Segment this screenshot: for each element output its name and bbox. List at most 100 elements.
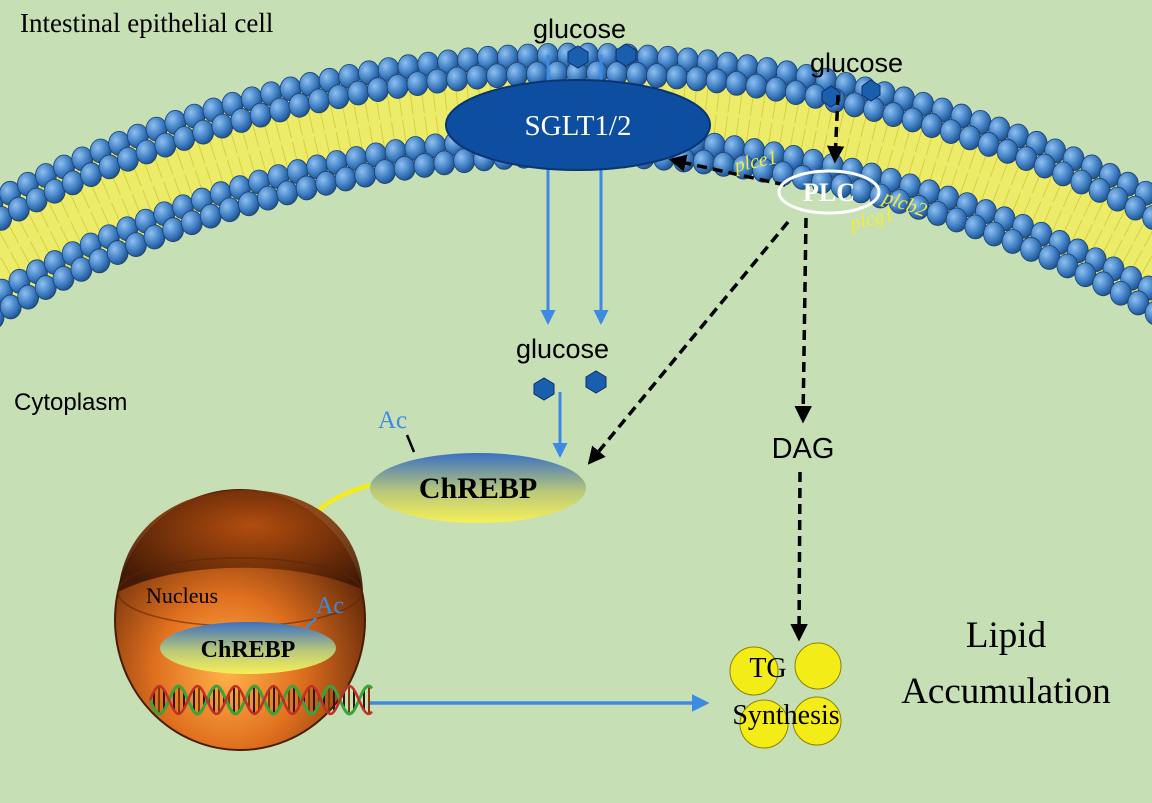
phospholipid-head <box>745 73 768 99</box>
phospholipid-head <box>1144 301 1152 325</box>
acetyl-bond <box>305 617 317 629</box>
phospholipid-head <box>327 84 350 110</box>
phospholipid-head <box>106 240 129 265</box>
phospholipid-head <box>154 132 177 158</box>
phospholipid-head <box>218 197 241 223</box>
phospholipid-head <box>1092 271 1115 297</box>
phospholipid-head <box>926 201 949 226</box>
glucose-molecule-icon <box>567 45 589 69</box>
phospholipid-head <box>80 162 102 188</box>
phospholipid-head <box>367 77 389 102</box>
phospholipid-head <box>315 170 338 196</box>
phospholipid-head <box>685 66 708 92</box>
phospholipid-head <box>959 125 981 151</box>
plc-to-sglt-arrow <box>668 154 786 187</box>
phospholipid-head <box>646 63 668 88</box>
phospholipid-head <box>276 180 299 206</box>
synthesis-label: Synthesis <box>732 700 839 731</box>
glucose-right-label: glucose <box>810 48 903 78</box>
lipid-label: Lipid <box>966 615 1047 656</box>
phospholipid-head <box>117 146 139 172</box>
phospholipid-head <box>1052 161 1075 187</box>
nucleus-label: Nucleus <box>146 583 218 608</box>
plc-enzyme <box>777 169 881 215</box>
phospholipid-head <box>765 76 788 102</box>
phospholipid-head <box>843 92 866 118</box>
chrebp-nuclear-protein <box>160 622 336 674</box>
phospholipid-head <box>1001 229 1024 254</box>
glucose-molecule-icon <box>615 43 637 67</box>
glucose-molecule-icon <box>861 79 881 102</box>
sglt-label: SGLT1/2 <box>525 110 632 142</box>
glucose-molecule-icon <box>585 370 607 394</box>
dag-to-tg-arrow <box>790 471 808 642</box>
phospholipid-head <box>1109 280 1132 306</box>
phospholipid-head <box>945 207 968 233</box>
phospholipid-head <box>135 139 158 165</box>
phospholipid-head <box>199 203 222 229</box>
phospholipid-head <box>1015 146 1038 171</box>
phospholipid-head <box>180 210 203 236</box>
phospholipid-head <box>413 153 436 178</box>
phospholipid-head <box>230 108 253 133</box>
phospholipid-head <box>406 71 429 97</box>
phospholipid-head <box>393 155 416 181</box>
phospholipid-head <box>996 138 1019 164</box>
phospholipid-head <box>211 113 234 139</box>
phospholipid-head <box>1127 290 1150 316</box>
phospholipid-head <box>1020 236 1042 262</box>
phospholipid-head <box>486 63 508 89</box>
sglt-transporter <box>445 79 711 171</box>
phospholipid-head <box>863 97 885 122</box>
phospholipid-head <box>17 284 40 310</box>
phospholipid-head <box>920 113 943 138</box>
phospholipid-head <box>705 68 728 94</box>
phospholipid-head <box>61 170 84 196</box>
tg-label: TG <box>749 653 786 684</box>
phospholipid-head <box>386 74 409 99</box>
plcg1-label: plcg1 <box>846 203 896 236</box>
plc-to-dag-arrow <box>794 217 812 424</box>
chrebp-protein <box>370 453 586 523</box>
phospholipid-head <box>237 191 260 217</box>
phospholipid-head <box>666 64 688 90</box>
phospholipid-head <box>295 175 318 201</box>
chrebp-nuclear-label: ChREBP <box>201 637 296 663</box>
glucose-molecule-icon <box>821 85 841 108</box>
phospholipid-head <box>426 68 449 94</box>
phospholipid-head <box>269 97 291 123</box>
phospholipid-head <box>249 102 272 128</box>
phospholipid-head <box>446 66 469 92</box>
phospholipid-head <box>977 132 1000 157</box>
phospholipid-head <box>1033 153 1056 179</box>
acetyl-bond <box>405 434 416 453</box>
dna-helix-icon <box>148 684 374 716</box>
phospholipid-head <box>143 224 166 250</box>
cytoplasm-label: Cytoplasm <box>14 389 127 416</box>
phospholipid-head <box>192 119 215 145</box>
phospholipid-head <box>692 149 715 175</box>
phospholipid-head <box>334 166 357 192</box>
cell-membrane-bilayer <box>0 42 1152 328</box>
phospholipid-head <box>98 154 121 180</box>
phospholipid-head <box>901 107 924 133</box>
acetyl-label: Ac <box>378 407 407 434</box>
phospholipid-head <box>940 119 962 144</box>
glucose-inside-label: glucose <box>516 334 609 364</box>
plc-label: PLC <box>803 178 855 207</box>
phospholipid-head <box>257 185 279 211</box>
phospholipid-head <box>125 232 147 257</box>
chrebp-label: ChREBP <box>419 472 537 505</box>
phospholipid-head <box>466 64 489 90</box>
acetyl-nucleus-label: Ac <box>316 593 344 619</box>
accumulation-label: Accumulation <box>901 671 1111 712</box>
lipid-droplets <box>729 642 842 749</box>
plc-to-chrebp-arrow <box>587 220 790 465</box>
phospholipid-head <box>374 159 396 184</box>
phospholipid-head <box>983 221 1005 247</box>
glucose-top-label: glucose <box>533 14 626 44</box>
phospholipid-head <box>173 126 196 151</box>
phospholipid-head <box>354 162 377 188</box>
phospholipid-head <box>882 102 905 127</box>
dag-label: DAG <box>772 433 835 465</box>
